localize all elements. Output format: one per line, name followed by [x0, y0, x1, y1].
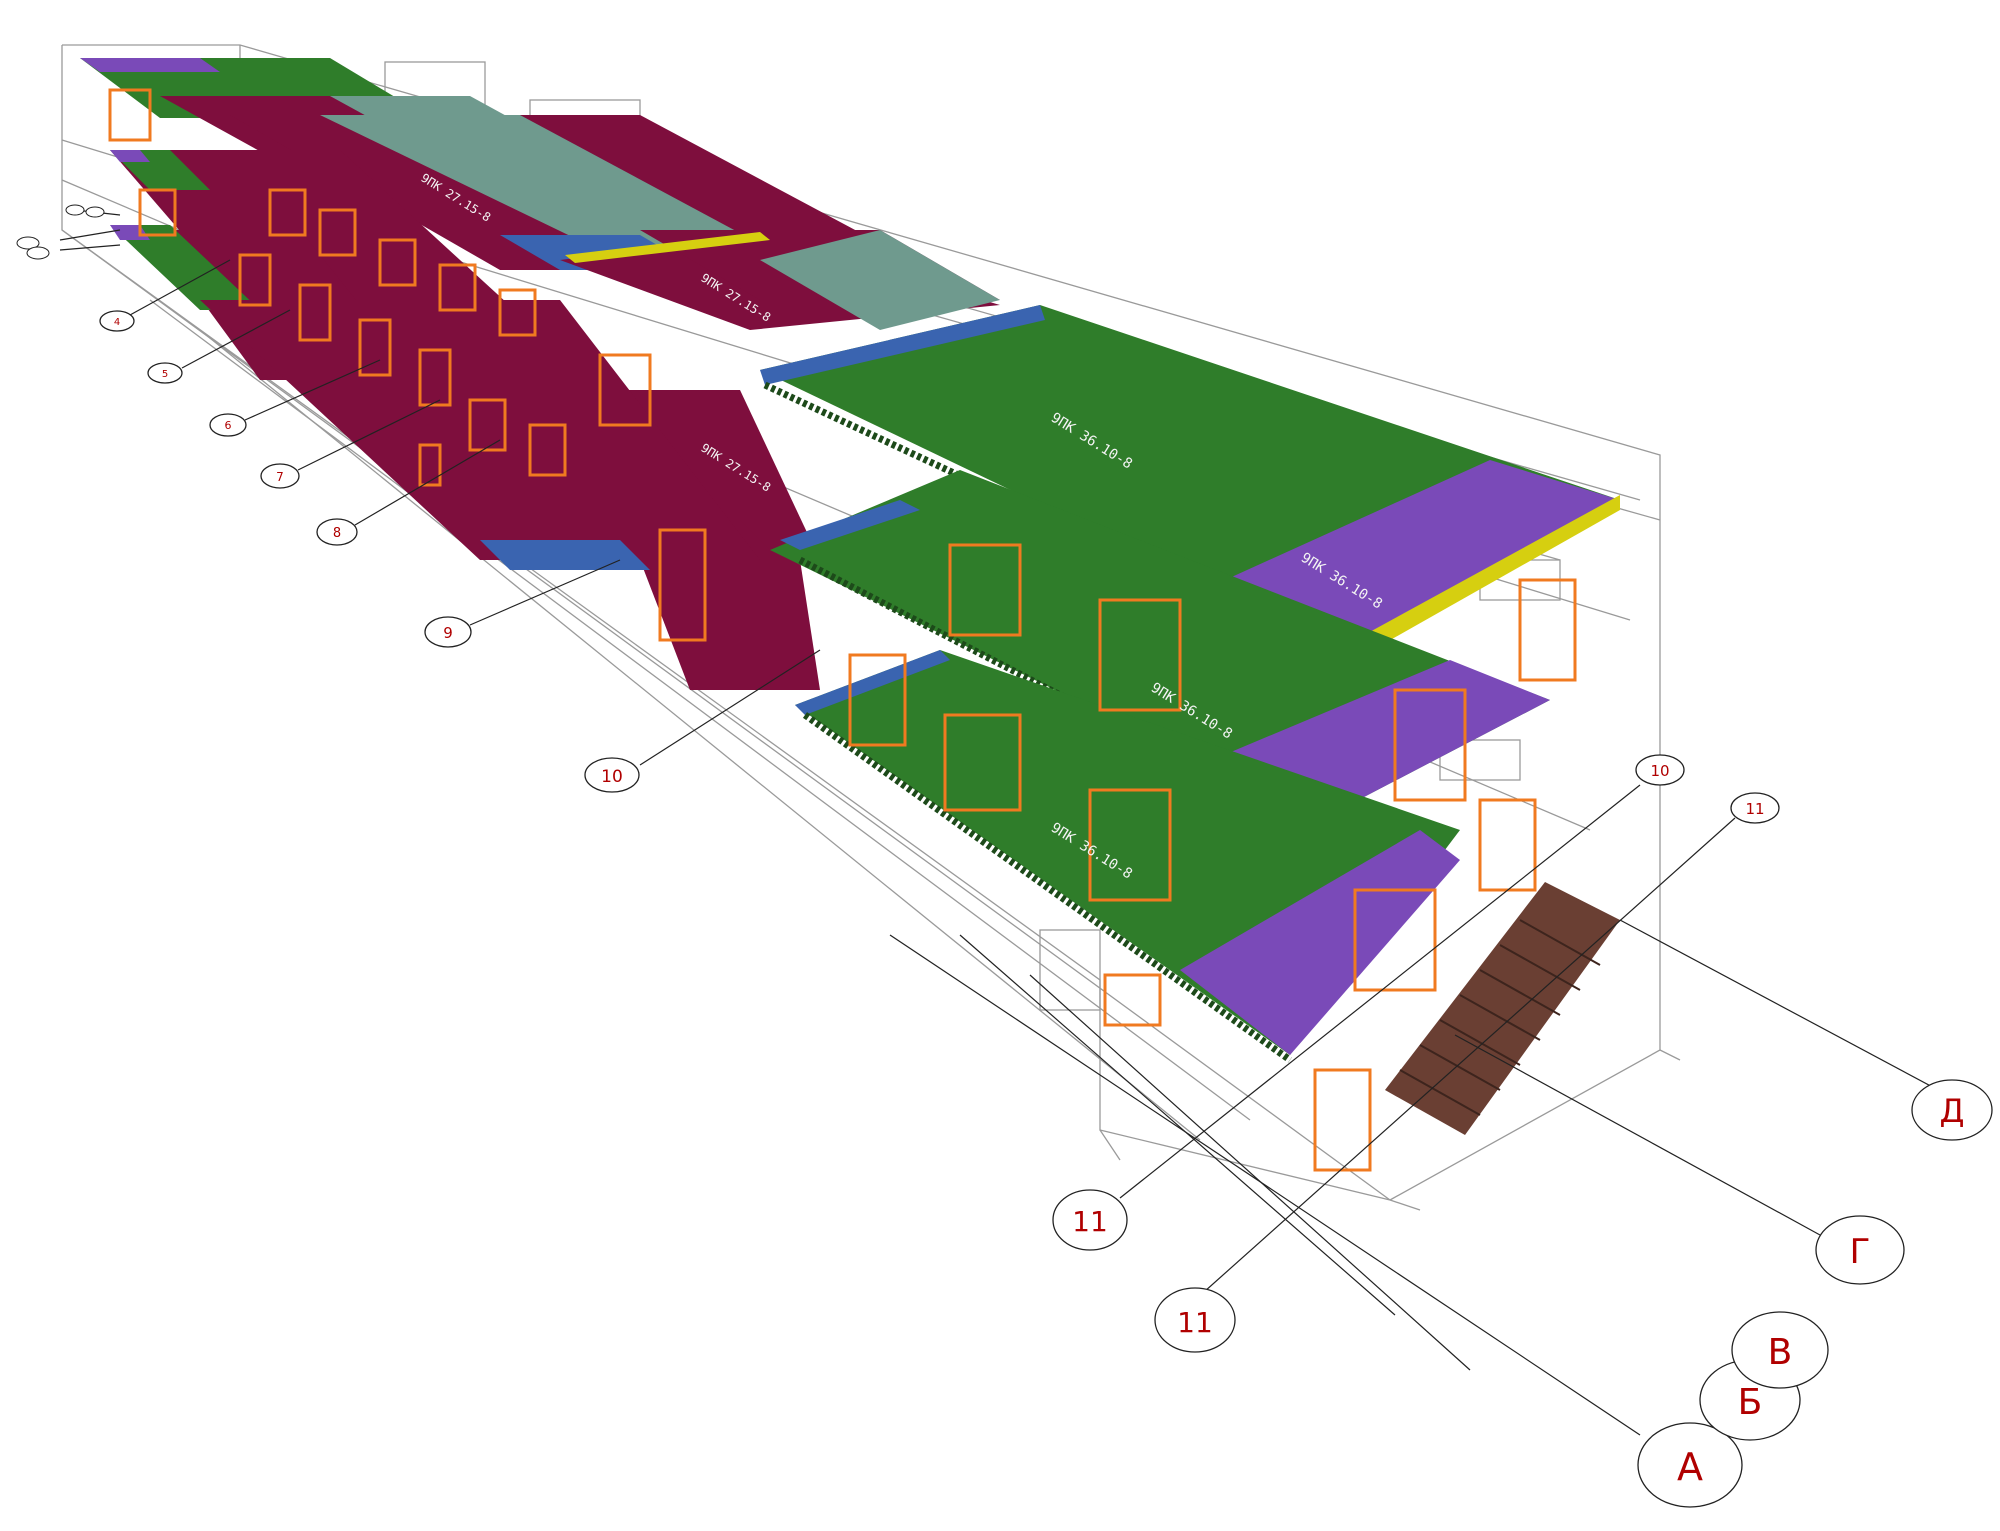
window	[658, 528, 707, 642]
axis-label-6: 6	[225, 419, 232, 432]
axis-bubble-top-10: 10	[1635, 754, 1685, 786]
window	[438, 263, 477, 312]
staircase	[1385, 882, 1620, 1135]
window	[1478, 798, 1537, 892]
axis-bubble-A: А	[1637, 1422, 1743, 1508]
axis-label-top-10: 10	[1650, 762, 1669, 780]
axis-bubble-10: 10	[584, 757, 640, 793]
axis-bubbles-top: 10 11 11	[1154, 754, 1780, 1353]
roof-slab-near	[760, 305, 1620, 664]
window	[418, 443, 442, 487]
window	[108, 88, 152, 142]
axis-label-4: 4	[114, 317, 120, 328]
axis-label-A: А	[1677, 1445, 1703, 1489]
window	[238, 253, 272, 307]
window	[1098, 598, 1182, 712]
axis-label-D: Д	[1940, 1092, 1965, 1130]
window	[1103, 973, 1162, 1027]
axis-bubble-top-11: 11	[1730, 792, 1780, 824]
window	[318, 208, 357, 257]
axis-bubbles-far-small	[16, 204, 105, 260]
slabs-lower-far	[110, 225, 760, 570]
window	[1518, 578, 1577, 682]
window	[528, 423, 567, 477]
axis-bubble-7: 7	[260, 463, 300, 489]
axis-bubble-8: 8	[316, 518, 358, 546]
window	[358, 318, 392, 377]
axis-bubble-5: 5	[147, 362, 183, 384]
window	[943, 713, 1022, 812]
window	[1353, 888, 1437, 992]
axis-bubbles-numbers: 4 5 6 7 8 9 10 11	[99, 310, 1128, 1251]
axis-label-11: 11	[1072, 1205, 1108, 1238]
window	[948, 543, 1022, 637]
window	[378, 238, 417, 287]
axis-label-10: 10	[601, 767, 623, 787]
axis-bubble-G: Г	[1815, 1215, 1905, 1285]
axis-label-7: 7	[276, 470, 284, 484]
axis-bubble-9: 9	[424, 616, 472, 648]
axis-leaders	[59, 209, 1986, 1436]
axis-label-9: 9	[443, 624, 453, 642]
axis-label-bottom-11: 11	[1177, 1306, 1213, 1339]
window	[1393, 688, 1467, 802]
window	[468, 398, 507, 452]
window	[268, 188, 307, 237]
axis-bubble-4: 4	[99, 310, 135, 332]
window	[848, 653, 907, 747]
axis-label-V: В	[1768, 1332, 1793, 1373]
slabs-upper-far	[230, 115, 1000, 330]
axis-bubble-V: В	[1731, 1311, 1829, 1389]
window	[138, 188, 177, 237]
window-group	[108, 88, 1577, 1172]
window	[298, 283, 332, 342]
window	[1088, 788, 1172, 902]
axis-bubble-6: 6	[209, 413, 247, 437]
axis-label-G: Г	[1850, 1232, 1871, 1272]
window	[1313, 1068, 1372, 1172]
axis-bubble-11: 11	[1052, 1189, 1128, 1251]
axis-label-8: 8	[333, 526, 341, 541]
axis-label-top-11: 11	[1745, 800, 1764, 818]
floor-slab-lower	[795, 650, 1460, 1063]
axis-bubbles-letters: А Б В Г Д	[1637, 1079, 1993, 1508]
axis-bubble-D: Д	[1911, 1079, 1993, 1141]
window	[418, 348, 452, 407]
axis-bubble-bottom-11: 11	[1154, 1287, 1236, 1353]
window	[598, 353, 652, 427]
window	[498, 288, 537, 337]
axis-label-5: 5	[162, 369, 168, 380]
axis-label-B: Б	[1738, 1382, 1763, 1423]
